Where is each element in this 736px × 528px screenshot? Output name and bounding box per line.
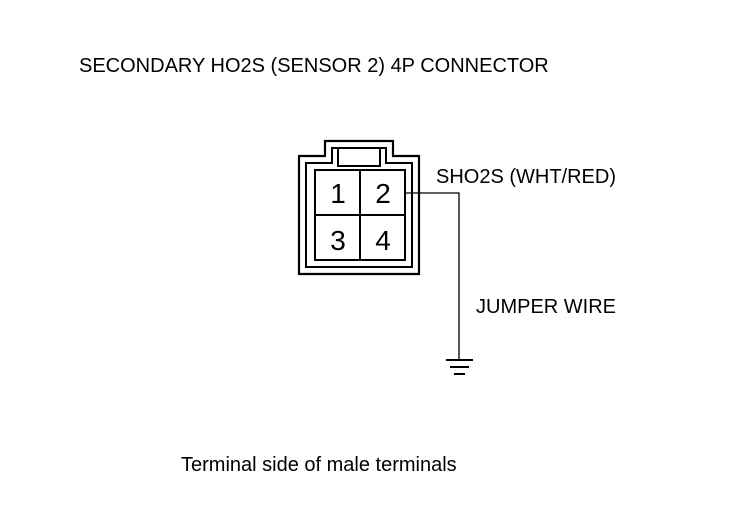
jumper-wire <box>405 192 460 360</box>
jumper-wire-label: JUMPER WIRE <box>476 296 616 318</box>
diagram-caption: Terminal side of male terminals <box>181 454 457 476</box>
pin-number-3: 3 <box>330 225 346 256</box>
diagram-title: SECONDARY HO2S (SENSOR 2) 4P CONNECTOR <box>79 55 549 77</box>
pin-number-4: 4 <box>375 225 391 256</box>
wire-label: SHO2S (WHT/RED) <box>436 166 616 188</box>
pin-number-1: 1 <box>330 178 346 209</box>
connector-housing-inner <box>305 147 413 268</box>
connector-lock-tab <box>337 147 381 167</box>
ground-symbol-icon <box>446 359 473 375</box>
pin-number-2: 2 <box>375 178 391 209</box>
connector-housing-outer <box>297 139 421 276</box>
